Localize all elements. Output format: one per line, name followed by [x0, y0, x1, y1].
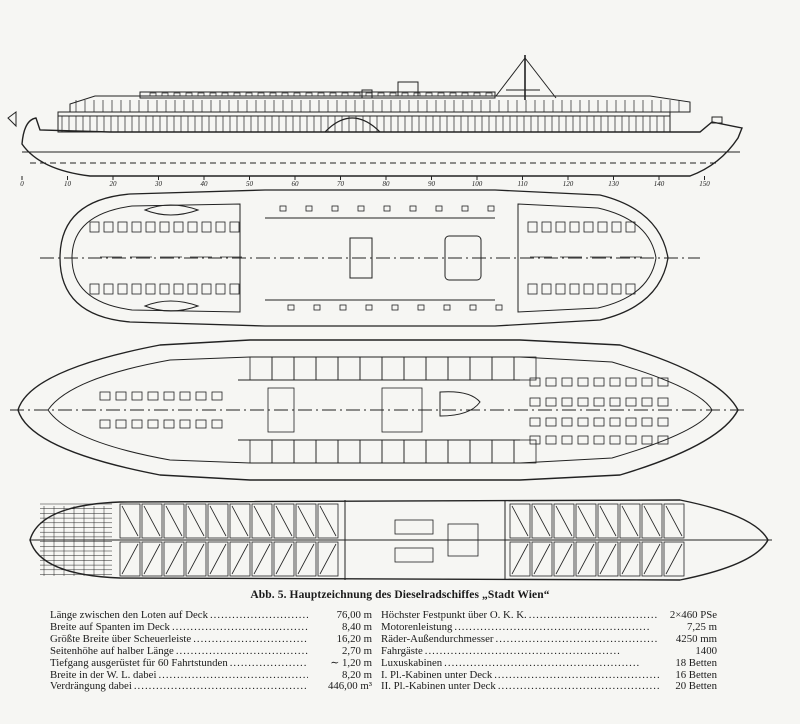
frame-number-label: 110 [518, 180, 528, 188]
spec-row: Tiefgang ausgerüstet für 60 Fahrtstunden… [50, 656, 372, 669]
spec-row: Fahrgäste...............................… [381, 644, 717, 657]
frame-number-label: 130 [608, 180, 619, 188]
spec-row: Breite in der W. L. dabei...............… [50, 668, 372, 681]
spec-row: Luxuskabinen............................… [381, 656, 717, 669]
frame-number-label: 120 [563, 180, 574, 188]
ship-drawing: 0 10 20 30 40 50 60 70 80 90 100 110 120 130 140 150 [7, 55, 772, 581]
frame-number-label: 30 [154, 180, 163, 188]
frame-number-label: 140 [654, 180, 665, 188]
spec-row: II. Pl.-Kabinen unter Deck..............… [381, 680, 717, 693]
spec-row: Verdrängung dabei.......................… [50, 680, 372, 693]
frame-number-label: 50 [246, 180, 254, 188]
spec-row: Motorenleistung.........................… [381, 620, 717, 633]
specs-table-left: Länge zwischen den Loten auf Deck.......… [50, 609, 372, 693]
frame-number-label: 70 [337, 180, 345, 188]
spec-row: Seitenhöhe auf halber Länge.............… [50, 644, 372, 657]
spec-row: Räder-Außendurchmesser..................… [381, 632, 717, 645]
specs-table-right: Höchster Festpunkt über O. K. K.........… [381, 609, 717, 693]
lower-deck-plan [29, 499, 772, 581]
spec-row: Länge zwischen den Loten auf Deck.......… [50, 609, 372, 621]
sun-deck-plan [40, 189, 700, 327]
frame-number-label: 0 [20, 180, 24, 188]
figure-caption: Abb. 5. Hauptzeichnung des Dieselradschi… [250, 589, 550, 601]
frame-number-label: 90 [428, 180, 436, 188]
frame-number-label: 20 [110, 180, 118, 188]
frame-number-label: 150 [699, 180, 710, 188]
frame-number-label: 100 [472, 180, 483, 188]
frame-number-label: 40 [201, 180, 209, 188]
spec-row: Breite auf Spanten im Deck..............… [50, 620, 372, 633]
side-elevation [7, 55, 743, 177]
spec-row: Höchster Festpunkt über O. K. K.........… [381, 609, 717, 621]
frame-number-label: 80 [383, 180, 391, 188]
frame-number-label: 10 [64, 180, 72, 188]
main-deck-plan [10, 339, 745, 481]
spec-row: Größte Breite über Scheuerleiste........… [50, 632, 372, 645]
frame-number-label: 60 [292, 180, 300, 188]
spec-row: I. Pl.-Kabinen unter Deck...............… [381, 668, 717, 681]
